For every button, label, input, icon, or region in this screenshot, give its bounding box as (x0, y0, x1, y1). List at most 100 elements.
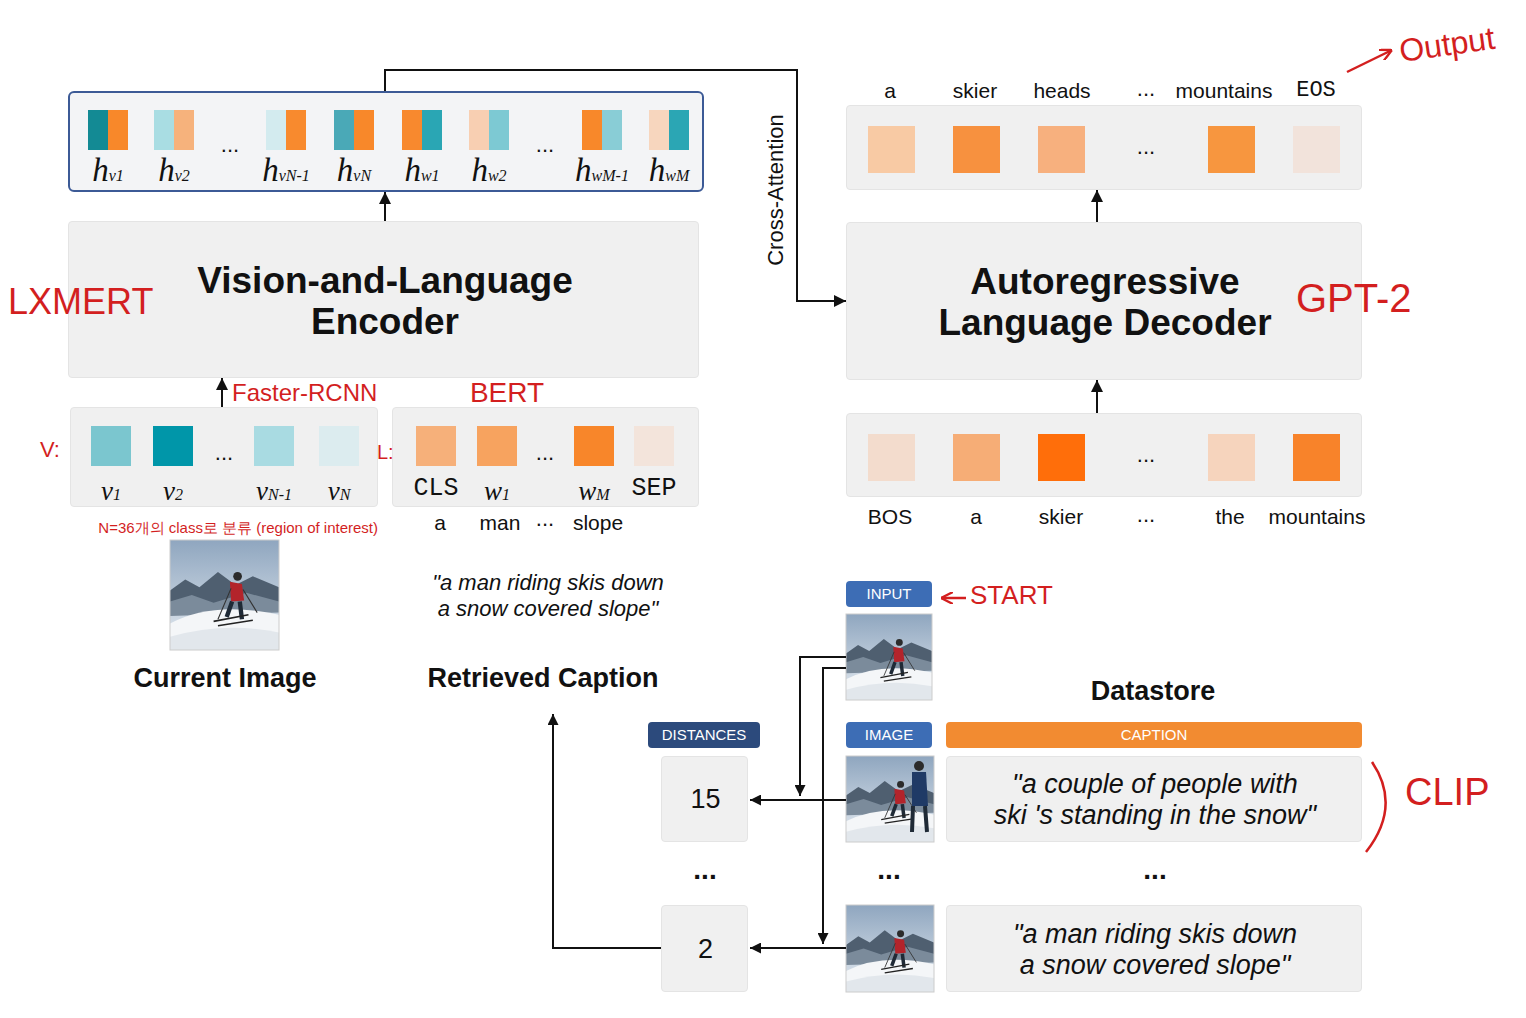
node-text: ... (1137, 502, 1155, 527)
node-text: hv2 (158, 154, 190, 187)
node-text: hvN (337, 154, 371, 187)
text-anchor: ... (215, 440, 233, 465)
text-anchor: v1 (101, 478, 121, 505)
node-text: hwM (649, 154, 690, 187)
node-text: skier (953, 79, 997, 103)
label-text: Current Image (133, 663, 316, 694)
text-anchor: heads (1033, 79, 1090, 103)
node-text: "a couple of people with ski 's standing… (970, 769, 1340, 831)
annotation-text: CLIP (1405, 772, 1489, 814)
text-anchor: Retrieved Caption (427, 663, 658, 694)
text-anchor: Faster-RCNN (232, 380, 377, 406)
text-anchor: hw2 (471, 154, 506, 187)
text-anchor: ... (1137, 442, 1155, 467)
text-anchor: hvN-1 (262, 154, 310, 187)
text-anchor: N=36개의 class로 분류 (region of interest) (78, 520, 378, 537)
token-square (1038, 434, 1085, 481)
distance-arrow (750, 947, 846, 949)
node-text: hv1 (92, 154, 124, 187)
node-text: hw2 (471, 154, 506, 187)
retrieve-arrow (553, 714, 661, 948)
photo-row1 (846, 756, 934, 842)
annotation-text: START (970, 581, 1053, 610)
token-square (91, 426, 131, 466)
text-anchor: v2 (163, 478, 183, 505)
label-text: ... (1143, 854, 1166, 886)
text-anchor: a (884, 79, 896, 103)
text-anchor: mountains (1269, 505, 1366, 529)
node-text: 15 (690, 784, 720, 815)
encoder-box: Vision-and-Language Encoder (68, 221, 699, 378)
decoder-input-box: ...BOSaskier...themountains (846, 413, 1362, 497)
token-square (1208, 126, 1255, 173)
text-anchor: ... (1137, 76, 1155, 101)
encoder-output-box: hv1hv2...hvN-1hvNhw1hw2...hwM-1hwM (68, 91, 704, 192)
node-text: heads (1033, 79, 1090, 103)
image-badge: IMAGE (846, 722, 932, 748)
text-anchor: ... (693, 854, 716, 886)
token-square (416, 426, 456, 466)
text-anchor: hw1 (404, 154, 439, 187)
node-text: SEP (631, 475, 676, 504)
annotation-text: N=36개의 class로 분류 (region of interest) (78, 520, 378, 537)
text-anchor: Autoregressive Language Decoder (895, 261, 1315, 344)
token-square (402, 110, 442, 150)
text-anchor: skier (1039, 505, 1083, 529)
node-text: mountains (1176, 79, 1273, 103)
text-anchor: hvN (337, 154, 371, 187)
node-text: hvN-1 (262, 154, 310, 187)
annotation-text: V: (40, 438, 60, 462)
text-anchor: Current Image (133, 663, 316, 694)
token-square (953, 434, 1000, 481)
node-text: IMAGE (865, 726, 913, 743)
text-anchor: mountains (1176, 79, 1273, 103)
node-text: CLS (413, 475, 458, 504)
text-anchor: ... (536, 440, 554, 465)
token-square (1208, 434, 1255, 481)
text-anchor: IMAGE (865, 726, 913, 744)
text-anchor: L: (377, 441, 394, 463)
token-square (868, 126, 915, 173)
distance-box: 2 (661, 905, 748, 992)
label-text: ... (877, 854, 900, 886)
text-anchor: ... (1137, 502, 1155, 527)
annotation-arrow (941, 597, 966, 600)
node-text: hwM-1 (575, 154, 629, 187)
token-square (582, 110, 622, 150)
token-square (1293, 126, 1340, 173)
text-anchor: EOS (1296, 78, 1336, 103)
text-anchor: Output (1397, 21, 1497, 69)
node-text: wM (578, 478, 609, 505)
token-square (477, 426, 517, 466)
token-square (1038, 126, 1085, 173)
node-text: hw1 (404, 154, 439, 187)
text-anchor: w1 (484, 478, 510, 505)
text-anchor: a (970, 505, 982, 529)
text-anchor: 15 (690, 784, 720, 815)
text-anchor: 2 (698, 934, 713, 965)
annotation-text: BERT (470, 378, 544, 409)
token-square (649, 110, 689, 150)
text-anchor: ... (877, 854, 900, 886)
node-text: a (884, 79, 896, 103)
connector-arrow (384, 192, 386, 221)
text-anchor: the (1215, 505, 1244, 529)
node-text: Autoregressive Language Decoder (895, 261, 1315, 344)
token-square (868, 434, 915, 481)
node-text: DISTANCES (662, 726, 747, 743)
text-anchor: ... (1143, 854, 1166, 886)
node-text: ... (536, 132, 554, 157)
text-anchor: hwM-1 (575, 154, 629, 187)
text-anchor: slope (573, 511, 623, 535)
token-square (469, 110, 509, 150)
decoder-output-box: askierheads...mountainsEOS... (846, 105, 1362, 190)
text-anchor: DISTANCES (662, 726, 747, 744)
annotation-text: Faster-RCNN (232, 380, 377, 406)
connector-arrow (1096, 380, 1098, 413)
text-anchor: START (970, 581, 1053, 610)
token-square (574, 426, 614, 466)
text-anchor: CLIP (1405, 772, 1489, 814)
text-anchor: "a man riding skis down a snow covered s… (358, 570, 738, 623)
label-text: a (434, 511, 446, 535)
photo-row2 (846, 905, 934, 992)
